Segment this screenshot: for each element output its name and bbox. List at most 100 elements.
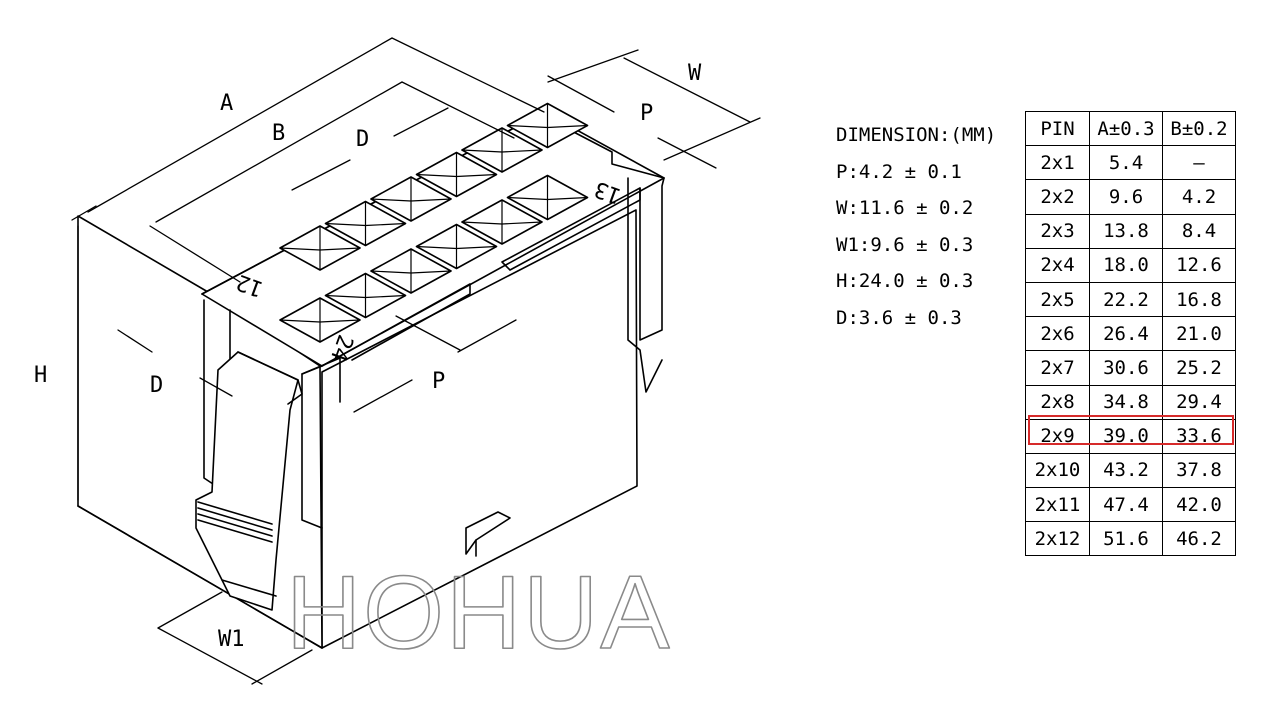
pin-cavity-edge <box>506 196 549 201</box>
label-P-bottom: P <box>432 369 445 394</box>
cell-pin: 2x3 <box>1025 213 1090 249</box>
latch-foot <box>221 579 277 597</box>
cell-pin: 2x5 <box>1025 281 1090 318</box>
pin-cavity-edge <box>546 124 589 129</box>
connector-drawing: A B D W P H D P W1 12 13 24 HOHUA <box>34 37 761 685</box>
cell-a: 9.6 <box>1089 179 1163 215</box>
cell-pin: 2x12 <box>1025 521 1090 557</box>
pin-cavity-edge <box>364 222 407 227</box>
right-post <box>639 177 665 341</box>
dim-A-ext2 <box>391 37 545 113</box>
cell-b: 46.2 <box>1162 521 1236 557</box>
cell-a: 18.0 <box>1089 247 1163 283</box>
latch-rib-3 <box>197 513 273 537</box>
cell-a: 5.4 <box>1089 145 1163 181</box>
latch-rib-4 <box>197 519 273 543</box>
pin-cavity-edge <box>370 198 412 202</box>
watermark-text: HOHUA <box>286 555 672 671</box>
cell-a: 39.0 <box>1089 418 1163 454</box>
pin-cavity-edge <box>410 270 452 274</box>
label-P-top: P <box>640 101 653 126</box>
dimension-spec-list: DIMENSION:(MM) P:4.2 ± 0.1 W:11.6 ± 0.2 … <box>836 117 996 336</box>
cell-pin: 2x7 <box>1025 350 1090 386</box>
dimension-lines <box>71 37 761 685</box>
latch-rib-2 <box>197 507 273 531</box>
pin-cavity-edge <box>461 221 503 225</box>
cell-a: 34.8 <box>1089 384 1163 420</box>
dim-P-top-1 <box>547 75 615 113</box>
cell-b: 25.2 <box>1162 350 1236 386</box>
cell-b: 42.0 <box>1162 487 1236 523</box>
dim-W-ext1 <box>547 49 639 83</box>
cell-pin: 2x2 <box>1025 179 1090 215</box>
dim-P-bottom-3 <box>353 379 413 413</box>
cell-a: 26.4 <box>1089 316 1163 352</box>
dim-W1-ext1 <box>157 591 223 629</box>
left-bottom <box>77 505 323 649</box>
cell-pin: 2x11 <box>1025 487 1090 523</box>
cell-a: 47.4 <box>1089 487 1163 523</box>
spec-line: H:24.0 ± 0.3 <box>836 270 974 292</box>
cell-b: 4.2 <box>1162 179 1236 215</box>
cell-b: 29.4 <box>1162 384 1236 420</box>
cell-a: 30.6 <box>1089 350 1163 386</box>
dim-A-line <box>87 37 393 213</box>
pin-cavity-edge <box>279 247 321 251</box>
pin-cavity-edge <box>455 245 498 250</box>
spec-line: P:4.2 ± 0.1 <box>836 160 962 183</box>
dim-D-top-2 <box>393 107 449 137</box>
cell-b: 8.4 <box>1162 213 1236 249</box>
pin-cavity-edge <box>506 124 549 129</box>
cell-b: 21.0 <box>1162 316 1236 352</box>
cell-a: 22.2 <box>1089 281 1163 318</box>
header-pin: PIN <box>1025 110 1090 147</box>
dim-W-line <box>623 57 751 123</box>
cell-pin: 2x10 <box>1025 452 1090 489</box>
cell-pin: 2x8 <box>1025 384 1090 420</box>
top-right-step <box>565 127 665 179</box>
pin-cavity-edge <box>319 319 361 323</box>
pin-cavity-edge <box>324 222 367 227</box>
label-D-side: D <box>150 373 163 398</box>
cell-pin: 2x6 <box>1025 316 1090 352</box>
latch-top <box>237 351 303 405</box>
dim-W-ext2 <box>663 117 761 161</box>
pin-cavity-edge <box>279 319 321 323</box>
cell-a: 43.2 <box>1089 452 1163 489</box>
front-bump <box>465 511 511 555</box>
label-W: W <box>688 61 702 86</box>
left-inner-edge-2 <box>301 357 341 403</box>
dim-P-bottom-1 <box>395 315 461 351</box>
cell-a: 13.8 <box>1089 213 1163 249</box>
header-b: B±0.2 <box>1162 110 1236 147</box>
cell-b: 33.6 <box>1162 418 1236 454</box>
table-header-row: PIN A±0.3 B±0.2 <box>1025 110 1236 147</box>
pin-cavity-edge <box>461 149 503 153</box>
dim-D-top-1 <box>291 159 351 191</box>
cell-pin: 2x1 <box>1025 145 1090 181</box>
pin-cavity-edge <box>319 247 361 251</box>
dim-D-side-2 <box>199 377 233 397</box>
spec-line: W1:9.6 ± 0.3 <box>836 233 974 256</box>
pin-cavity-edge <box>415 245 458 250</box>
label-A: A <box>220 91 233 116</box>
latch <box>195 351 303 611</box>
pin-cavity-edge <box>501 221 543 225</box>
latch-rib-1 <box>197 501 273 525</box>
dim-B-line <box>155 81 403 223</box>
dim-A-ext1 <box>71 205 97 221</box>
pin-cavity-edge <box>370 270 412 274</box>
label-W1: W1 <box>218 627 245 652</box>
pin-cavity-edge <box>324 294 367 299</box>
cell-a: 51.6 <box>1089 521 1163 557</box>
